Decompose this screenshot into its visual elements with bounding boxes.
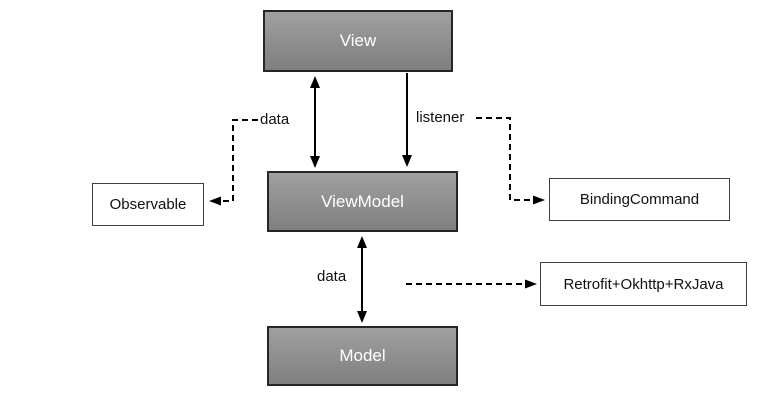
arrow-viewmodel-model-two-way [357,236,367,323]
node-view: View [263,10,453,72]
arrow-view-viewmodel-two-way [310,76,320,168]
node-observable-label: Observable [109,196,187,213]
node-viewmodel: ViewModel [267,171,458,232]
node-observable: Observable [92,183,204,226]
node-bindingcommand: BindingCommand [549,178,730,221]
node-model: Model [267,326,458,386]
node-bindingcommand-label: BindingCommand [579,191,700,208]
dashed-arrow-data-to-network-stack [406,279,537,289]
arrow-view-viewmodel-down [402,73,412,167]
node-viewmodel-label: ViewModel [321,191,404,211]
node-model-label: Model [339,346,386,365]
node-network-stack: Retrofit+Okhttp+RxJava [540,262,747,306]
node-network-stack-label: Retrofit+Okhttp+RxJava [563,275,724,293]
dashed-arrow-listener-to-bindingcommand [476,117,545,205]
dashed-arrow-data-to-observable [209,119,258,206]
edge-label-data-bottom: data [317,268,347,285]
edge-label-listener: listener [416,109,465,126]
node-view-label: View [339,31,377,50]
edge-label-data-top: data [260,111,290,128]
